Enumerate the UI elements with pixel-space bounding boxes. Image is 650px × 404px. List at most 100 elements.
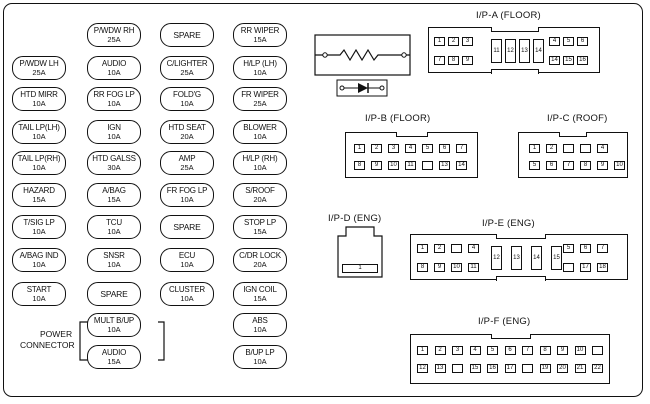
fuse-name: SPARE — [100, 288, 128, 299]
ipc-pin: 5 — [529, 161, 540, 170]
ipf-pin: 15 — [469, 364, 481, 373]
ipf-pin: 10 — [574, 346, 586, 355]
fuse-panel-outline — [3, 3, 643, 397]
fuse-amperage: 10A — [32, 163, 46, 172]
ipe-pin: 1 — [417, 244, 428, 253]
fuse-name: RR FOG LP — [93, 90, 135, 99]
fuse-3-1: H/LP (LH)10A — [233, 56, 287, 80]
ipf-pin: 17 — [504, 364, 516, 373]
ipc-pin: 6 — [546, 161, 557, 170]
ipe-pin: 17 — [580, 263, 591, 272]
fuse-amperage: 10A — [180, 260, 194, 269]
fuse-name: S/ROOF — [245, 186, 275, 195]
ipe-tall-pin: 15 — [551, 246, 562, 270]
fuse-amperage: 20A — [253, 260, 267, 269]
fuse-amperage: 10A — [107, 132, 121, 141]
ipe-pin — [563, 263, 574, 272]
fuse-amperage: 25A — [253, 99, 267, 108]
fuse-amperage: 10A — [180, 294, 194, 303]
fuse-amperage: 15A — [32, 195, 46, 204]
ipf-pin: 1 — [417, 346, 428, 355]
fuse-amperage: 15A — [253, 294, 267, 303]
fuse-name: IGN COIL — [243, 285, 277, 294]
ipc-pin: 4 — [597, 144, 608, 153]
ipa-pin: 15 — [563, 56, 574, 65]
ipb-pin: 8 — [354, 161, 365, 170]
ipe-pin: 10 — [451, 263, 462, 272]
ipd-pin: 1 — [342, 264, 378, 273]
ipe-tall-pin: 14 — [531, 246, 542, 270]
fuse-amperage: 10A — [253, 132, 267, 141]
ipb-pin: 4 — [405, 144, 416, 153]
ipf-pin: 9 — [557, 346, 568, 355]
fuse-name: AUDIO — [101, 348, 127, 357]
fuse-name: ABS — [252, 316, 268, 325]
ipf-pin: 13 — [434, 364, 446, 373]
fuse-amperage: 20A — [180, 132, 194, 141]
fuse-name: FR WIPER — [241, 90, 279, 99]
fuse-amperage: 10A — [107, 227, 121, 236]
fuse-amperage: 10A — [107, 99, 121, 108]
fuse-name: H/LP (RH) — [242, 154, 278, 163]
fuse-name: FR FOG LP — [166, 186, 208, 195]
fuse-name: P/WDW LH — [19, 59, 59, 68]
fuse-amperage: 10A — [32, 294, 46, 303]
fuse-amperage: 10A — [253, 163, 267, 172]
fuse-name: AUDIO — [101, 59, 127, 68]
fuse-amperage: 10A — [32, 260, 46, 269]
fuse-name: SNSR — [103, 251, 125, 260]
ipc-pin: 1 — [529, 144, 540, 153]
ipb-pin: 13 — [439, 161, 450, 170]
ipf-pin: 20 — [557, 364, 568, 373]
fuse-amperage: 10A — [32, 227, 46, 236]
ipc-pin: 9 — [597, 161, 608, 170]
fuse-name: START — [26, 285, 52, 294]
fuse-name: A/BAG — [102, 186, 126, 195]
ipe-title: I/P-E (ENG) — [482, 218, 535, 229]
fuse-name: BLOWER — [243, 123, 277, 132]
ipf-pin: 2 — [434, 346, 446, 355]
ipa-pin: 2 — [448, 37, 459, 46]
ipa-pin: 14 — [549, 56, 560, 65]
ipb-title: I/P-B (FLOOR) — [365, 113, 431, 124]
ipa-title: I/P-A (FLOOR) — [476, 10, 541, 21]
ipc-pin — [563, 144, 574, 153]
ipc-pin — [580, 144, 591, 153]
ipb-pin: 5 — [422, 144, 433, 153]
fuse-name: T/SIG LP — [23, 218, 55, 227]
fuse-name: TAIL LP(LH) — [18, 123, 60, 132]
ipa-pin: 16 — [577, 56, 588, 65]
ipb-pin: 9 — [371, 161, 382, 170]
ipb-pin: 10 — [388, 161, 399, 170]
ipc-pin: 7 — [563, 161, 574, 170]
ipf-pin: 4 — [469, 346, 481, 355]
ipf-pin: 22 — [592, 364, 603, 373]
fuse-name: HAZARD — [23, 186, 55, 195]
fuse-0-3: TAIL LP(LH)10A — [12, 120, 66, 144]
ipa-pin: 4 — [549, 37, 560, 46]
ipa-pin: 9 — [462, 56, 473, 65]
ipf-pin: 8 — [539, 346, 551, 355]
ipf-pin — [592, 346, 603, 355]
ipa-tall-pin: 14 — [533, 39, 544, 63]
fuse-name: TCU — [106, 218, 122, 227]
ipf-title: I/P-F (ENG) — [478, 316, 531, 327]
fuse-amperage: 10A — [253, 68, 267, 77]
ipd-title: I/P-D (ENG) — [328, 213, 382, 224]
fuse-name: C/DR LOCK — [239, 251, 281, 260]
